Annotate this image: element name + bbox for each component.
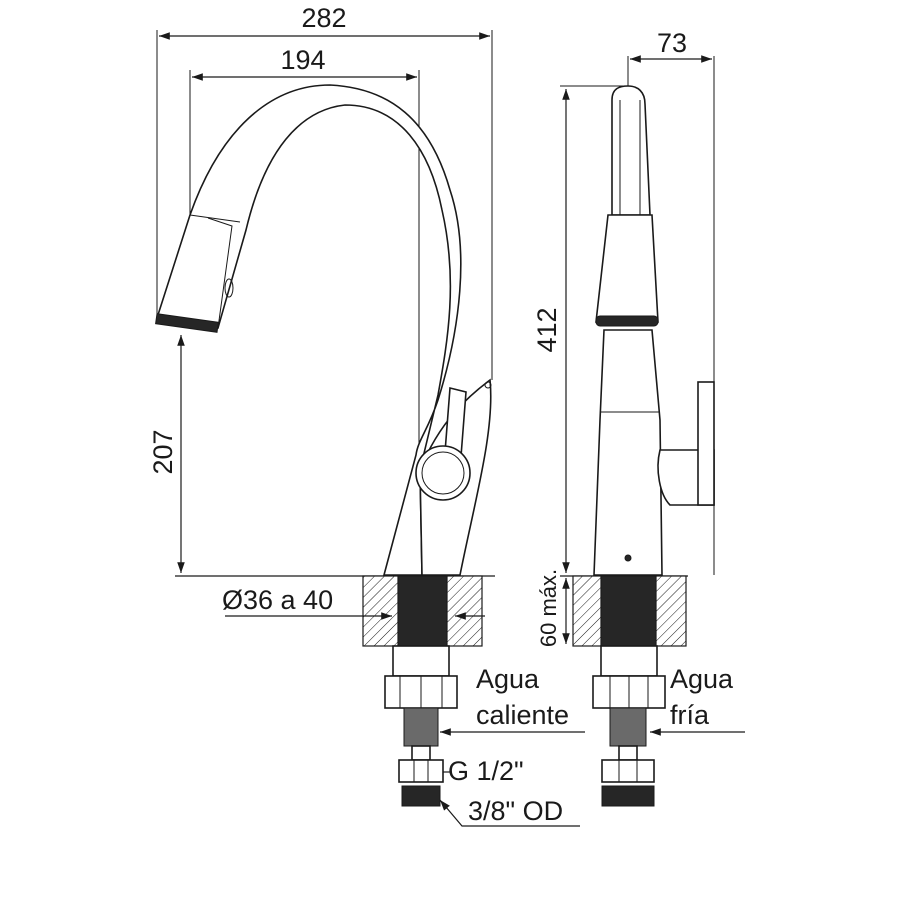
front-view: 282 194 207 bbox=[148, 3, 585, 827]
total-width-value: 282 bbox=[301, 3, 346, 33]
dimension-deck-thickness: 60 máx. bbox=[536, 569, 570, 647]
side-fittings bbox=[592, 645, 666, 807]
dimension-total-width: 282 bbox=[156, 3, 493, 380]
side-depth-value: 73 bbox=[657, 28, 687, 58]
thread-label: G 1/2" bbox=[448, 756, 524, 786]
side-faucet-body bbox=[593, 85, 715, 576]
dimension-total-height: 412 bbox=[532, 85, 625, 573]
hot-water-label-line2: caliente bbox=[476, 700, 569, 730]
side-deck-section bbox=[572, 575, 687, 647]
reach-value: 194 bbox=[280, 45, 325, 75]
side-view: 73 412 60 bbox=[532, 28, 745, 807]
front-fittings bbox=[384, 645, 458, 807]
cold-water-label-line1: Agua bbox=[670, 664, 734, 694]
dimension-reach: 194 bbox=[189, 45, 420, 578]
front-faucet-body bbox=[155, 84, 492, 576]
spout-height-value: 207 bbox=[148, 429, 178, 474]
dimension-hole-diameter: Ø36 a 40 bbox=[222, 585, 485, 620]
dimension-spout-height: 207 bbox=[148, 335, 185, 573]
cold-water-label-line2: fría bbox=[670, 700, 710, 730]
hole-diameter-value: Ø36 a 40 bbox=[222, 585, 333, 615]
side-labels: Agua fría bbox=[650, 664, 745, 736]
front-deck-section bbox=[362, 575, 483, 647]
hose-label: 3/8" OD bbox=[468, 796, 563, 826]
hot-water-label-line1: Agua bbox=[476, 664, 540, 694]
total-height-value: 412 bbox=[532, 307, 562, 352]
front-labels: Agua caliente G 1/2" 3/8" OD bbox=[439, 664, 585, 827]
deck-thickness-value: 60 máx. bbox=[536, 569, 561, 647]
